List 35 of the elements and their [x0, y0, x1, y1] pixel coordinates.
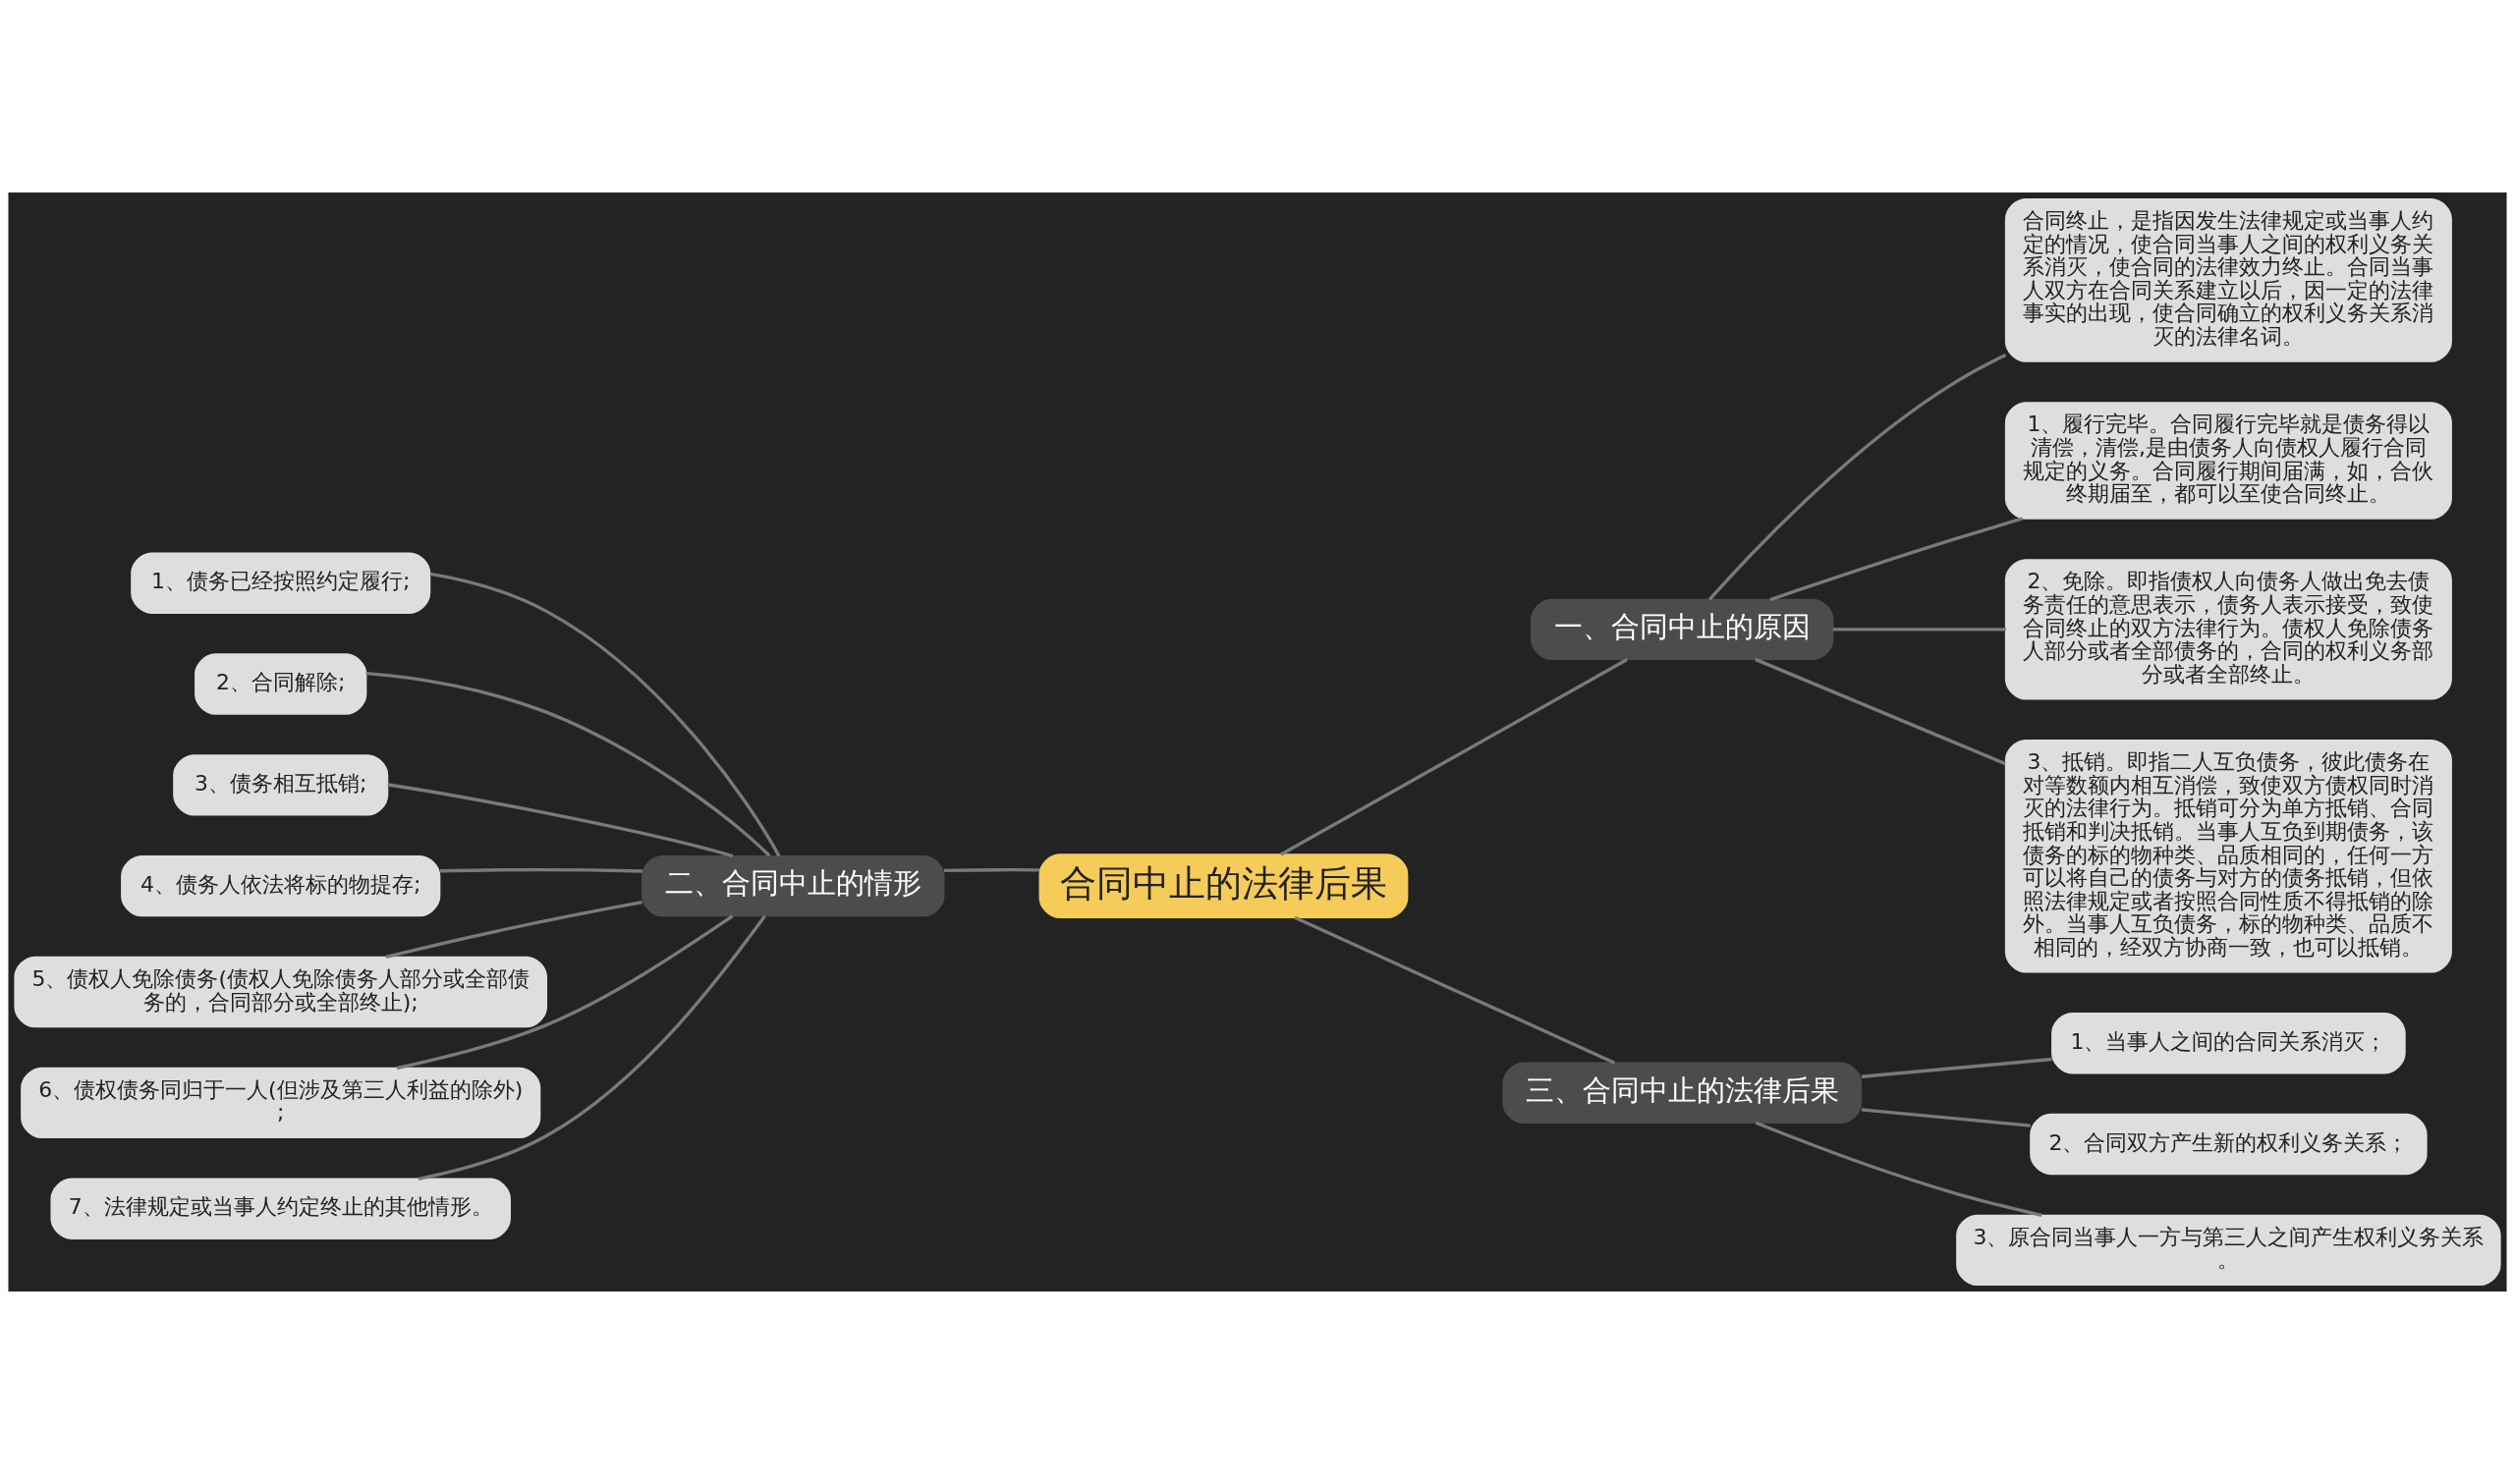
- node-box: 2、免除。即指债权人向债务人做出免去债务责任的意思表示，债务人表示接受，致使合同终止的双方法律行为。债权人免除债务人部分或者全部债务的，合同的权利义务部分或者全部终止。: [2004, 559, 2452, 700]
- connector: [396, 914, 734, 1071]
- connector: [1861, 1108, 2031, 1127]
- connector: [944, 868, 1040, 873]
- node-box: 2、合同解除;: [195, 653, 367, 715]
- connector: [387, 783, 734, 858]
- node-box: 7、法律规定或当事人约定终止的其他情形。: [50, 1178, 511, 1239]
- node-box: 二、合同中止的情形: [642, 854, 945, 917]
- connector: [365, 671, 771, 857]
- node-box: 三、合同中止的法律后果: [1502, 1062, 1863, 1124]
- connector: [1755, 1121, 2042, 1218]
- node-box: 一、合同中止的原因: [1531, 598, 1834, 661]
- connector: [1755, 657, 2006, 766]
- node-box: 4、债务人依法将标的物提存;: [121, 854, 441, 917]
- connector: [1280, 658, 1628, 856]
- connector: [429, 572, 781, 857]
- node-box: 3、原合同当事人一方与第三人之间产生权利义务关系。: [1956, 1214, 2501, 1287]
- node-box: 1、履行完毕。合同履行完毕就是债务得以清偿，清偿,是由债务人向债权人履行合同规定的义务。合同履行期间届满，如，合伙终期届至，都可以至使合同终止。: [2004, 402, 2452, 520]
- node-box: 5、债权人免除债务(债权人免除债务人部分或全部债务的，合同部分或全部终止);: [14, 956, 548, 1028]
- node-box: 合同终止，是指因发生法律规定或当事人约定的情况，使合同当事人之间的权利义务关系消灭，使合同的法律效力终止。合同当事人双方在合同关系建立以后，因一定的法律事实的出现，使合同确立的权利义务关系消灭的法律名词。: [2004, 197, 2452, 362]
- connector: [439, 868, 643, 873]
- connector: [1769, 517, 2024, 602]
- node-box: 合同中止的法律后果: [1038, 853, 1409, 918]
- node-box: 6、债权债务同归于一人(但涉及第三人利益的除外);: [21, 1067, 541, 1139]
- connector: [1861, 1057, 2052, 1078]
- connector: [418, 914, 766, 1181]
- connector: [385, 901, 643, 960]
- connector: [1707, 353, 2007, 601]
- connector: [1294, 915, 1616, 1065]
- node-box: 1、当事人之间的合同关系消灭；: [2051, 1013, 2406, 1074]
- connector: [1832, 628, 2006, 632]
- node-box: 3、债务相互抵销;: [173, 754, 389, 816]
- node-box: 2、合同双方产生新的权利义务关系；: [2030, 1113, 2428, 1176]
- node-box: 3、抵销。即指二人互负债务，彼此债务在对等数额内相互消偿，致使双方债权同时消灭的法律行为。抵销可分为单方抵销、合同抵销和判决抵销。当事人互负到期债务，该债务的标的物种类、品质相同的，任何一方可以将自己的债务与对方的债务抵销，但依照法律规定或者按照合同性质不得抵销的除外。当事人互负债务，标的物种类、品质不相同的，经双方协商一致，也可以抵销。: [2004, 739, 2452, 973]
- node-box: 1、债务已经按照约定履行;: [131, 552, 431, 614]
